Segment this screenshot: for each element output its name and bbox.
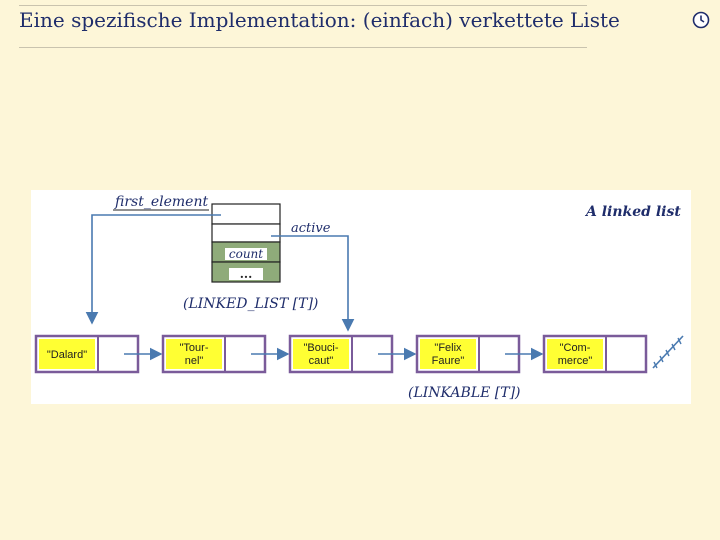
linked-list-diagram: A linked list count ... (LINKED_LIST [T]… bbox=[31, 190, 691, 404]
slide-title: Eine spezifische Implementation: (einfac… bbox=[19, 8, 620, 32]
node-item-text-line2: caut" bbox=[309, 355, 334, 367]
node-item-text-line1: "Felix bbox=[434, 342, 462, 354]
active-arrow bbox=[271, 235, 355, 332]
node-item-cell bbox=[420, 339, 476, 369]
node-item-text-line2: Faure" bbox=[432, 355, 465, 367]
node-item-text-line1: "Com- bbox=[560, 342, 591, 354]
diagram-heading: A linked list bbox=[584, 204, 681, 220]
active-field bbox=[211, 223, 281, 243]
active-label: active bbox=[291, 221, 331, 236]
first-element-field bbox=[211, 203, 281, 225]
node-item-cell bbox=[547, 339, 603, 369]
node-item-cell bbox=[166, 339, 222, 369]
node-item-text: "Dalard" bbox=[47, 349, 87, 361]
linked-list-type-label: (LINKED_LIST [T]) bbox=[183, 296, 318, 312]
top-rule bbox=[19, 5, 587, 6]
list-node-2: "Tour-nel" bbox=[161, 334, 290, 374]
ellipsis-label: ... bbox=[240, 267, 253, 281]
list-node-3: "Bouci-caut" bbox=[288, 334, 417, 374]
linked-list-header-object: count ... (LINKED_LIST [T]) bbox=[183, 203, 318, 312]
linkable-type-label: (LINKABLE [T]) bbox=[408, 385, 521, 401]
void-ground-icon bbox=[652, 335, 684, 369]
count-label: count bbox=[229, 247, 263, 261]
title-underline bbox=[19, 47, 587, 48]
node-item-text-line1: "Bouci- bbox=[303, 342, 338, 354]
nodes-layer: "Dalard""Tour-nel""Bouci-caut""FelixFaur… bbox=[34, 334, 648, 374]
node-item-text-line2: merce" bbox=[558, 355, 593, 367]
list-node-1: "Dalard" bbox=[34, 334, 163, 374]
node-item-cell bbox=[293, 339, 349, 369]
first-element-arrow bbox=[85, 214, 221, 325]
diagram-canvas: A linked list count ... (LINKED_LIST [T]… bbox=[34, 194, 684, 401]
ellipsis-box bbox=[229, 268, 263, 280]
node-item-cell bbox=[39, 339, 95, 369]
clock-logo-icon bbox=[692, 11, 710, 29]
count-label-box bbox=[225, 248, 267, 260]
node-item-text-line1: "Tour- bbox=[180, 342, 209, 354]
node-item-text-line2: nel" bbox=[185, 355, 204, 367]
first-element-label: first_element bbox=[114, 194, 208, 210]
list-node-5: "Com-merce" bbox=[542, 334, 648, 374]
